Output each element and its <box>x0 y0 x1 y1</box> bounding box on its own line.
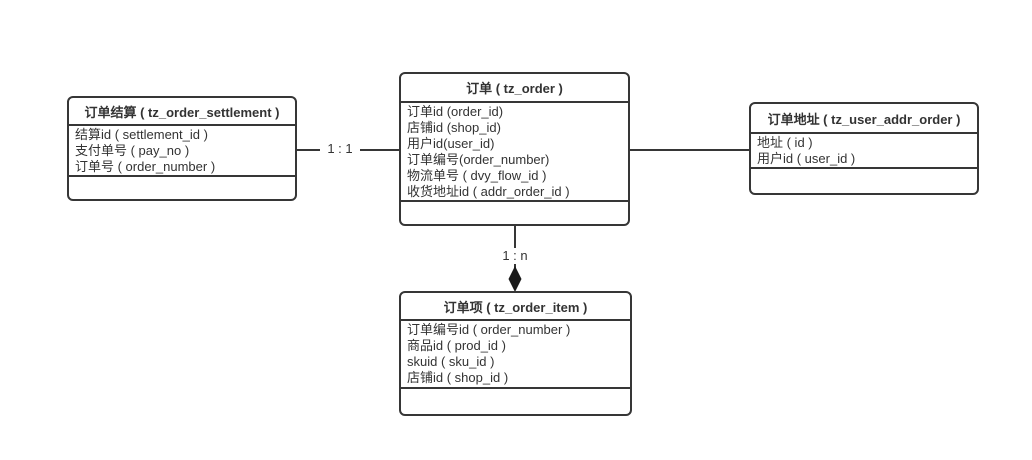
relationship-label-1ton: 1 : n <box>495 248 535 264</box>
attribute-row: 店铺id (shop_id) <box>407 120 501 135</box>
attribute-row: 商品id ( prod_id ) <box>407 338 506 353</box>
entity-attributes-order: 订单id (order_id) 店铺id (shop_id) 用户id(user… <box>401 103 628 202</box>
relationship-label-1to1: 1 : 1 <box>320 141 360 157</box>
entity-footer <box>401 202 628 224</box>
attribute-row: 收货地址id ( addr_order_id ) <box>407 184 570 199</box>
entity-order-settlement[interactable]: 订单结算 ( tz_order_settlement ) 结算id ( sett… <box>67 96 297 201</box>
attribute-row: 支付单号 ( pay_no ) <box>75 143 190 158</box>
entity-title-user-addr-order: 订单地址 ( tz_user_addr_order ) <box>751 104 977 134</box>
attribute-row: 用户id ( user_id ) <box>757 151 856 166</box>
entity-order-item[interactable]: 订单项 ( tz_order_item ) 订单编号id ( order_num… <box>399 291 632 416</box>
entity-title-order: 订单 ( tz_order ) <box>401 74 628 103</box>
attribute-row: 用户id(user_id) <box>407 136 495 151</box>
entity-footer <box>401 389 630 414</box>
attribute-row: 订单id (order_id) <box>407 104 504 119</box>
attribute-row: skuid ( sku_id ) <box>407 354 495 369</box>
entity-attributes-user-addr-order: 地址 ( id ) 用户id ( user_id ) <box>751 134 977 169</box>
diamond-arrowhead-icon <box>508 266 522 292</box>
entity-title-order-item: 订单项 ( tz_order_item ) <box>401 293 630 321</box>
attribute-row: 结算id ( settlement_id ) <box>75 127 208 142</box>
attribute-row: 物流单号 ( dvy_flow_id ) <box>407 168 547 183</box>
entity-footer <box>751 169 977 193</box>
attribute-row: 订单号 ( order_number ) <box>75 159 216 174</box>
attribute-row: 地址 ( id ) <box>757 135 813 150</box>
entity-title-order-settlement: 订单结算 ( tz_order_settlement ) <box>69 98 295 126</box>
entity-attributes-order-settlement: 结算id ( settlement_id ) 支付单号 ( pay_no ) 订… <box>69 126 295 177</box>
attribute-row: 订单编号(order_number) <box>407 152 550 167</box>
attribute-row: 订单编号id ( order_number ) <box>407 322 571 337</box>
entity-attributes-order-item: 订单编号id ( order_number ) 商品id ( prod_id )… <box>401 321 630 389</box>
entity-user-addr-order[interactable]: 订单地址 ( tz_user_addr_order ) 地址 ( id ) 用户… <box>749 102 979 195</box>
entity-order[interactable]: 订单 ( tz_order ) 订单id (order_id) 店铺id (sh… <box>399 72 630 226</box>
entity-footer <box>69 177 295 199</box>
attribute-row: 店铺id ( shop_id ) <box>407 370 509 385</box>
